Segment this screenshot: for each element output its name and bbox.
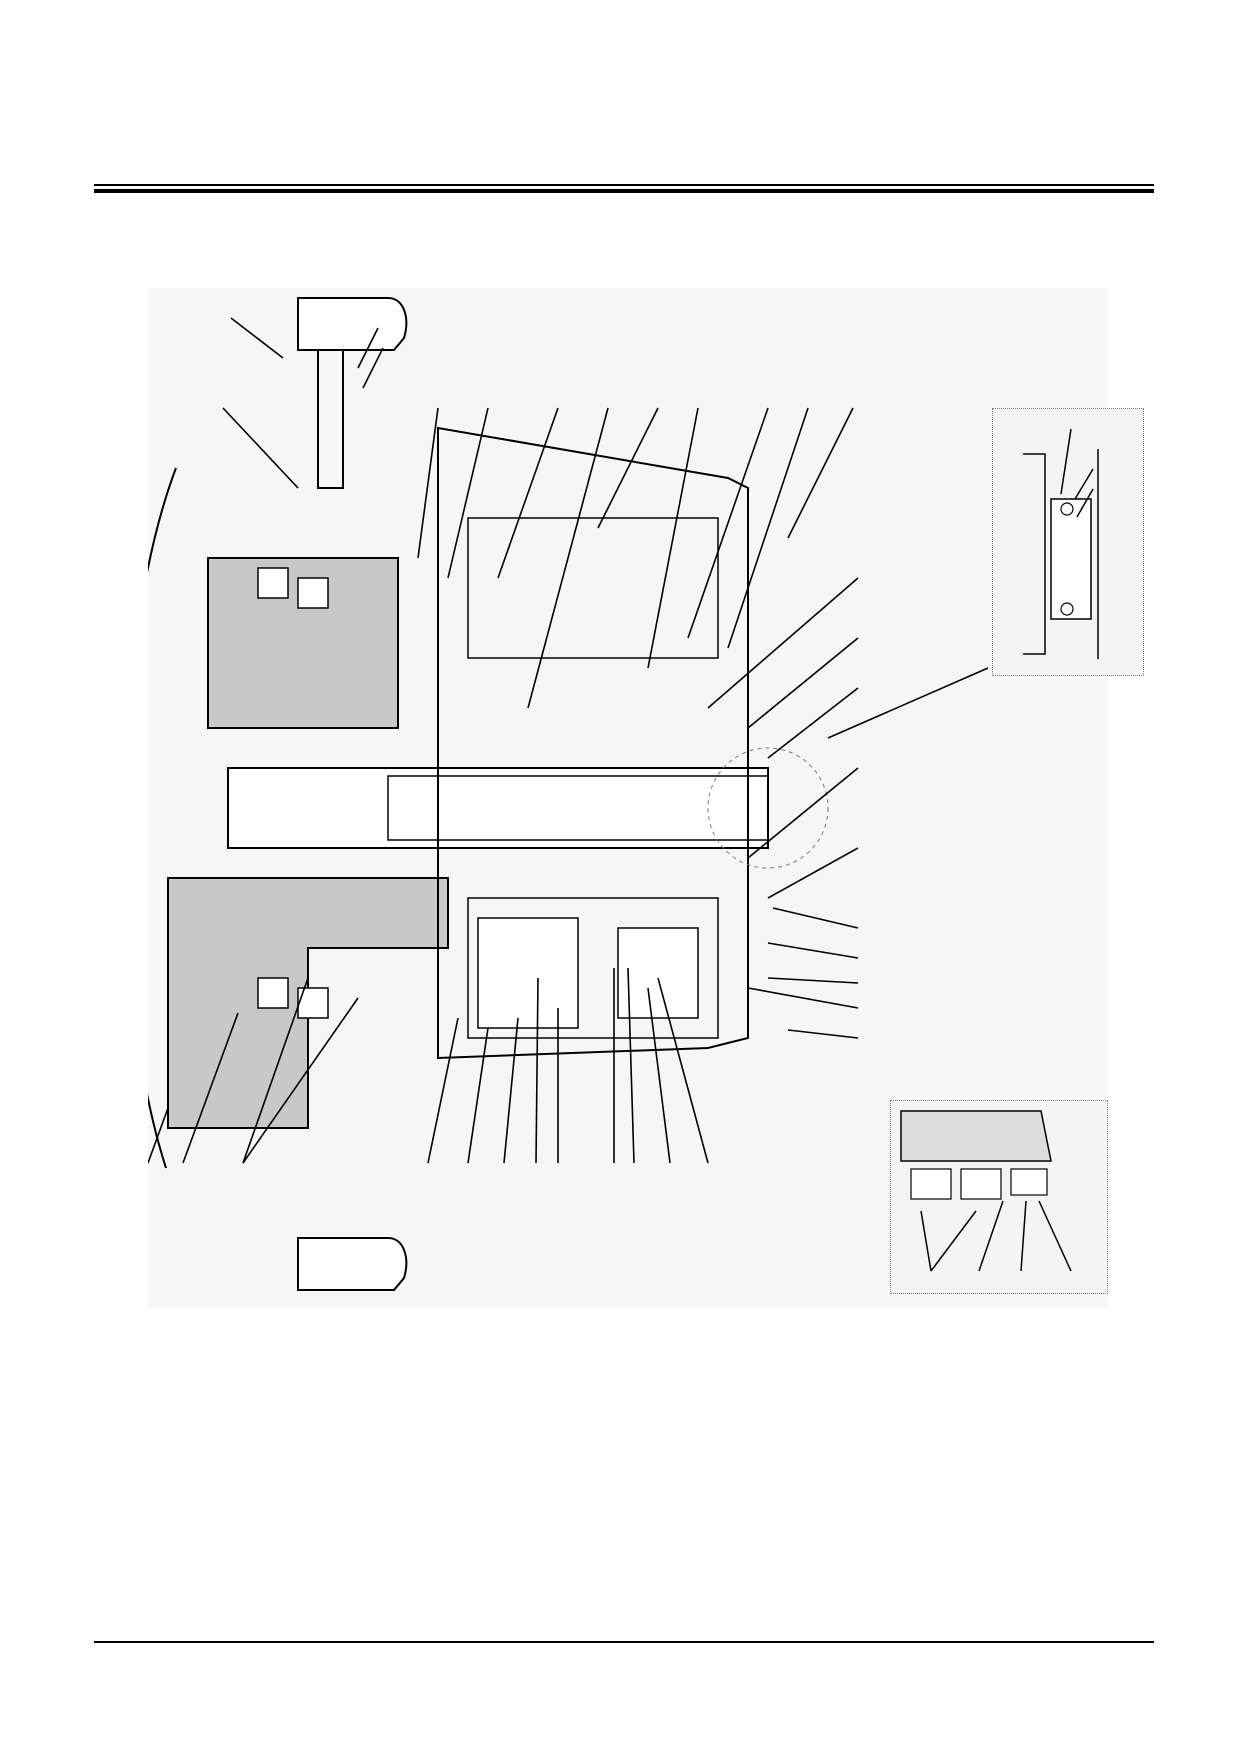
leader-line — [1074, 468, 1094, 500]
housing-outline-curve — [148, 467, 177, 1169]
header-rule-thin — [94, 184, 1154, 186]
leader-line — [230, 317, 284, 359]
leader-line — [1060, 428, 1072, 495]
leader-line — [767, 687, 859, 759]
leader-line — [503, 1017, 519, 1164]
gear-housing — [437, 426, 749, 1060]
inset-right-bearing — [1050, 498, 1092, 620]
bearing-upper-2 — [297, 577, 329, 609]
leader-line — [657, 977, 709, 1164]
leader-line — [707, 577, 859, 709]
lower-gear-block — [467, 897, 719, 1039]
leader-line — [1076, 488, 1094, 518]
leader-line — [767, 977, 859, 984]
inset-right-drawing — [1023, 428, 1099, 659]
leader-line — [747, 637, 859, 729]
leader-line — [357, 327, 379, 369]
leader-line — [242, 977, 309, 1164]
leader-line — [727, 407, 809, 649]
inset-bottom-bearing-2 — [960, 1168, 1002, 1200]
leader-line — [647, 987, 671, 1164]
inset-right-ball-1 — [1060, 502, 1074, 516]
leader-line — [527, 407, 609, 709]
leader-line — [767, 847, 859, 899]
leader-line — [747, 987, 859, 1009]
bearing-lower-1 — [257, 977, 289, 1009]
cross-section-drawing — [148, 297, 989, 1291]
planet-gear-1 — [477, 917, 579, 1029]
inset-detail-bottom — [890, 1100, 1108, 1294]
hub-upper-shaded — [207, 557, 399, 729]
leader-line — [747, 767, 859, 859]
shaft-inner — [387, 775, 769, 841]
leader-line — [362, 347, 384, 389]
tire-upper — [297, 297, 408, 351]
leader-line — [1038, 1200, 1072, 1272]
inset-detail-right — [992, 408, 1144, 676]
leader-line — [417, 407, 439, 559]
leader-line — [535, 977, 539, 1164]
leader-lines-top — [222, 317, 989, 899]
inset-right-ball-2 — [1060, 602, 1074, 616]
leader-line — [647, 407, 699, 669]
footer-rule — [94, 1641, 1154, 1643]
central-shaft — [227, 767, 769, 849]
inset-bottom-bearing-1 — [910, 1168, 952, 1200]
inset-bottom-drawing — [900, 1110, 1072, 1272]
header-rule-thick — [94, 189, 1154, 193]
leader-line — [827, 667, 989, 739]
inset-bottom-housing — [900, 1110, 1052, 1162]
leader-line — [787, 407, 854, 539]
inset-right-bracket — [1023, 453, 1046, 655]
tire-lower — [297, 1237, 408, 1291]
bearing-upper-1 — [257, 567, 289, 599]
leader-line — [148, 1107, 169, 1164]
planet-gear-2 — [617, 927, 699, 1019]
leader-lines-right — [747, 907, 859, 1039]
leader-line — [427, 1017, 459, 1164]
leader-line — [497, 407, 559, 579]
rim-upper — [317, 350, 344, 489]
leader-line — [767, 942, 859, 959]
leader-line — [447, 407, 489, 579]
leader-line — [772, 907, 859, 929]
leader-line — [627, 967, 635, 1164]
leader-line — [182, 1012, 239, 1164]
leader-line — [930, 1210, 977, 1272]
detail-circle — [707, 747, 829, 869]
inset-bottom-nut — [1010, 1168, 1048, 1196]
leader-line — [242, 997, 359, 1164]
leader-line — [222, 407, 299, 489]
leader-line — [687, 407, 769, 639]
upper-gear-block — [467, 517, 719, 659]
leader-line — [920, 1210, 932, 1272]
leader-line — [1020, 1200, 1027, 1272]
leader-line — [787, 1029, 859, 1039]
leader-lines-bottom — [148, 967, 709, 1164]
cross-section-figure — [148, 288, 1108, 1308]
leader-line — [597, 407, 659, 529]
leader-line — [467, 1027, 489, 1164]
leader-line — [978, 1200, 1004, 1272]
